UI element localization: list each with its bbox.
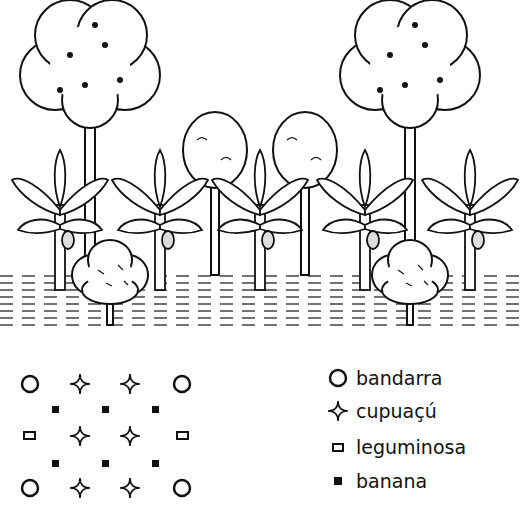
legend-label: banana	[356, 472, 427, 491]
cupuacu-symbol	[70, 478, 90, 498]
legend-label: leguminosa	[356, 438, 466, 457]
cupuacu-symbol	[120, 478, 140, 498]
banana-plant	[212, 150, 308, 290]
cupuacu-symbol	[70, 374, 90, 394]
cupuacu-symbol	[70, 426, 90, 446]
cupuacu-bush	[372, 240, 448, 325]
cupuacu-symbols	[70, 374, 140, 498]
legend-label: cupuaçú	[356, 402, 437, 421]
cupuacu-bush	[72, 240, 148, 325]
legend-symbols	[328, 370, 348, 485]
bandarra-tree	[20, 0, 160, 285]
legend-label: bandarra	[356, 369, 442, 388]
cupuacu-symbol	[328, 401, 348, 421]
planting-grid	[22, 376, 190, 496]
cupuacu-symbol	[120, 426, 140, 446]
cupuacu-symbol	[120, 374, 140, 394]
